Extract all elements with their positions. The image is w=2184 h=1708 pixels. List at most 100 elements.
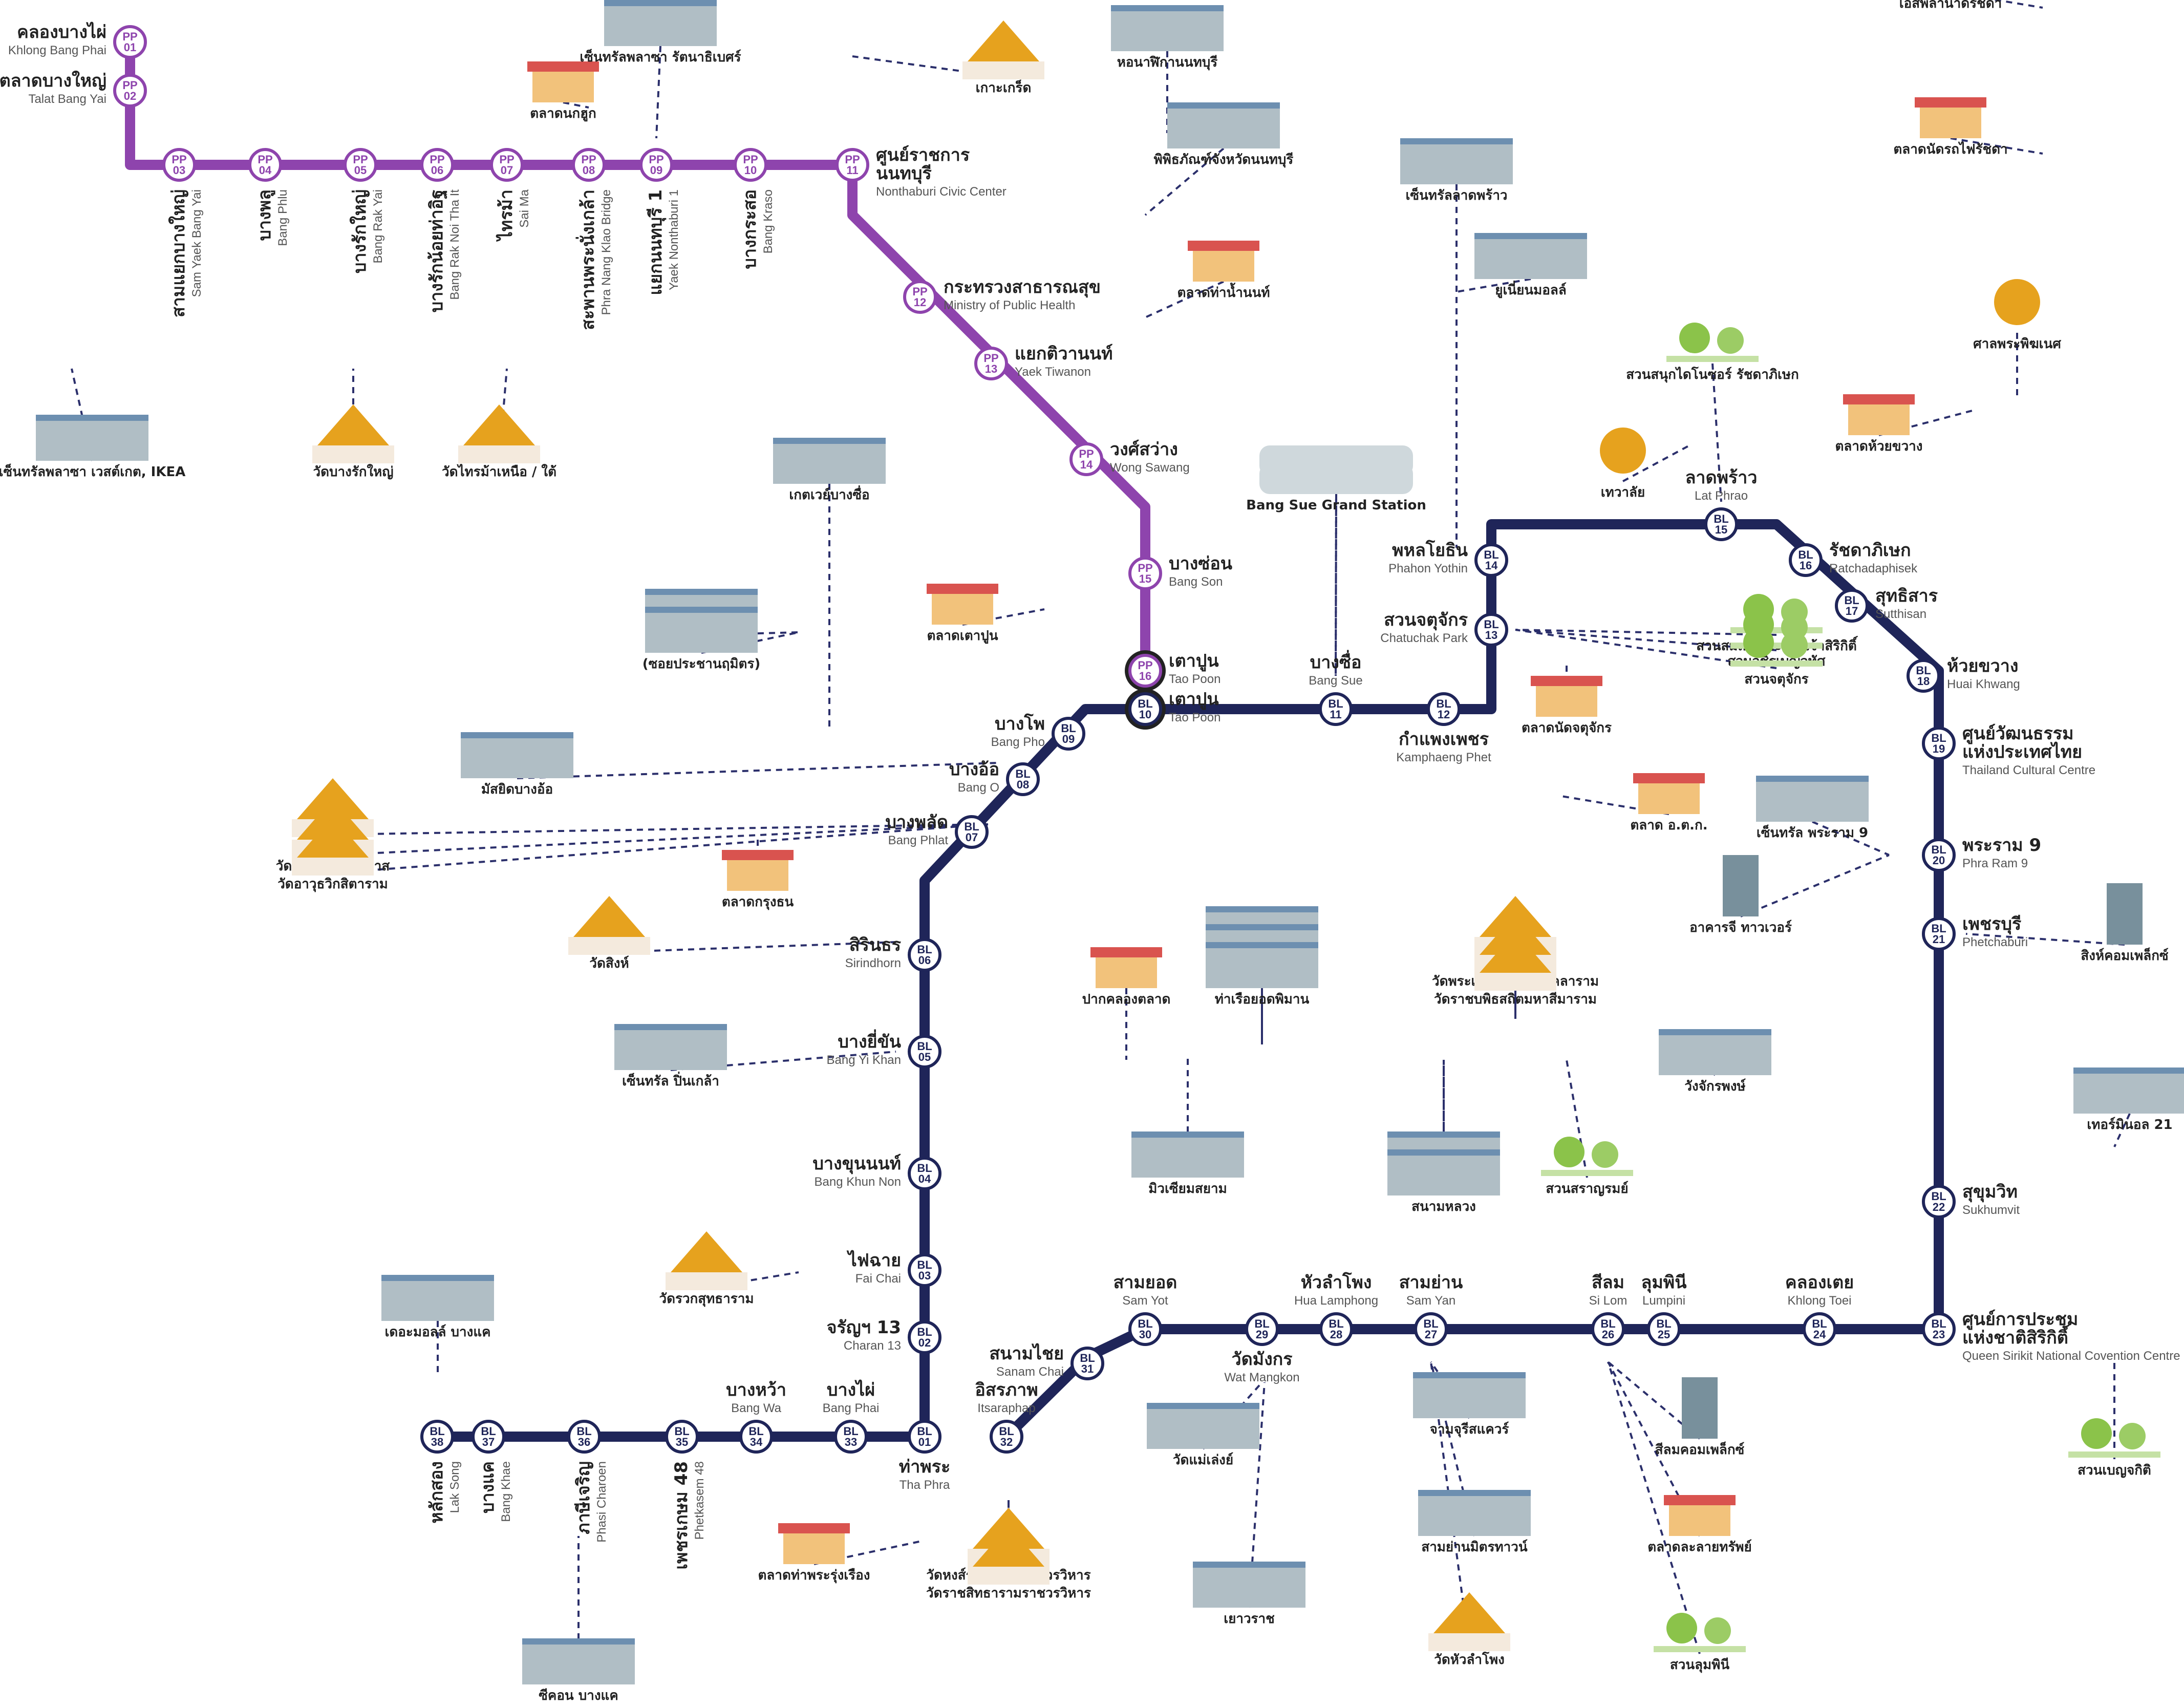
station-marker[interactable] (1704, 507, 1738, 541)
station-marker[interactable] (1922, 1185, 1956, 1219)
station-marker[interactable] (908, 1157, 941, 1190)
station-marker[interactable] (1070, 1347, 1104, 1380)
poi-2[interactable]: วัดบางรักใหญ่ (312, 404, 394, 480)
poi-64[interactable]: ตลาดละลายทรัพย์ (1647, 1495, 1752, 1555)
station-marker[interactable] (420, 1420, 454, 1454)
station-marker[interactable] (908, 1035, 941, 1069)
poi-53[interactable]: เดอะมอลล์ บางแค (381, 1275, 494, 1340)
station-marker[interactable] (990, 1420, 1023, 1454)
station-marker[interactable] (908, 1420, 941, 1454)
poi-1[interactable]: เซ็นทรัลพลาซา เวสต์เกต, IKEA (0, 415, 185, 480)
poi-34[interactable]: อาคารจี ทาวเวอร์ (1689, 855, 1792, 935)
poi-45[interactable]: วัดราชบพิธสถิตมหาสีมาราม (1434, 932, 1597, 1007)
station-marker[interactable] (1245, 1312, 1279, 1346)
poi-13[interactable]: ตลาดนัดรถไฟรัชดา (1893, 97, 2008, 157)
poi-8[interactable]: พิพิธภัณฑ์จังหวัดนนทบุรี (1154, 102, 1294, 168)
station-marker[interactable] (639, 148, 673, 182)
poi-24[interactable]: มัสยิดบางอ้อ (461, 732, 573, 797)
station-marker[interactable] (1591, 1312, 1625, 1346)
station-marker[interactable] (1427, 692, 1461, 726)
station-marker[interactable] (113, 25, 147, 59)
station-marker[interactable] (1128, 692, 1162, 726)
poi-3[interactable]: วัดไทรม้าเหนือ / ใต้ (442, 404, 556, 480)
station-marker[interactable] (344, 148, 377, 182)
poi-50[interactable]: สวนสราญรมย์ (1541, 1137, 1633, 1197)
station-marker[interactable] (903, 280, 937, 314)
poi-49[interactable]: สนามหลวง (1387, 1149, 1500, 1214)
poi-52[interactable]: วัดรวกสุทธาราม (659, 1231, 754, 1307)
poi-57[interactable]: ซีคอน บางแค (522, 1638, 635, 1703)
station-marker[interactable] (1835, 589, 1869, 623)
poi-4[interactable]: ตลาดนกฮูก (527, 61, 599, 122)
poi-39[interactable]: ปากคลองตลาด (1082, 947, 1171, 1007)
poi-51[interactable]: เทอร์มินอล 21 (2073, 1068, 2184, 1133)
station-marker[interactable] (567, 1420, 601, 1454)
poi-5[interactable]: เซ็นทรัลพลาซา รัตนาธิเบศร์ (580, 0, 741, 65)
poi-14[interactable]: ศาลพระพิฆเนศ (1973, 279, 2061, 352)
station-marker[interactable] (1414, 1312, 1448, 1346)
poi-20[interactable]: Bang Sue Grand Station (1246, 463, 1426, 513)
poi-58[interactable]: วัดแม่เล่งย์ (1147, 1403, 1259, 1468)
poi-27[interactable]: วัดอาวุธวิกสิตาราม (277, 817, 388, 892)
station-marker[interactable] (1128, 557, 1162, 590)
station-marker[interactable] (834, 1420, 868, 1454)
poi-10[interactable]: เซ็นทรัลลาดพร้าว (1400, 138, 1513, 203)
station-marker[interactable] (908, 1253, 941, 1287)
station-marker[interactable] (1922, 917, 1956, 951)
poi-17[interactable]: เทวาลัย (1600, 428, 1646, 500)
station-marker[interactable] (1907, 659, 1940, 693)
poi-31[interactable]: ตลาดนัดจตุจักร (1522, 676, 1612, 736)
poi-46[interactable]: วังจักรพงษ์ (1659, 1029, 1771, 1094)
poi-15[interactable]: สวนสนุกไดโนซอร์ รัชดาภิเษก (1626, 323, 1799, 383)
station-marker[interactable] (572, 148, 606, 182)
poi-38[interactable]: เซ็นทรัล ปิ่นเกล้า (614, 1024, 727, 1089)
station-marker[interactable] (1128, 654, 1162, 688)
station-marker[interactable] (908, 1320, 941, 1354)
station-marker[interactable] (1647, 1312, 1681, 1346)
station-marker[interactable] (1789, 543, 1823, 577)
station-marker[interactable] (739, 1420, 773, 1454)
station-marker[interactable] (472, 1420, 505, 1454)
station-marker[interactable] (836, 148, 869, 182)
poi-63[interactable]: สีลมคอมเพล็กซ์ (1655, 1377, 1745, 1458)
station-marker[interactable] (162, 148, 196, 182)
poi-7[interactable]: หอนาฬิกานนทบุรี (1111, 5, 1224, 71)
poi-9[interactable]: ตลาดท่าน้ำนนท์ (1177, 241, 1270, 301)
station-marker[interactable] (1922, 1312, 1956, 1346)
poi-56[interactable]: วัดราชสิทธารามราชวรวิหาร (926, 1526, 1091, 1601)
poi-61[interactable]: สามย่านมิตรทาวน์ (1418, 1490, 1531, 1555)
